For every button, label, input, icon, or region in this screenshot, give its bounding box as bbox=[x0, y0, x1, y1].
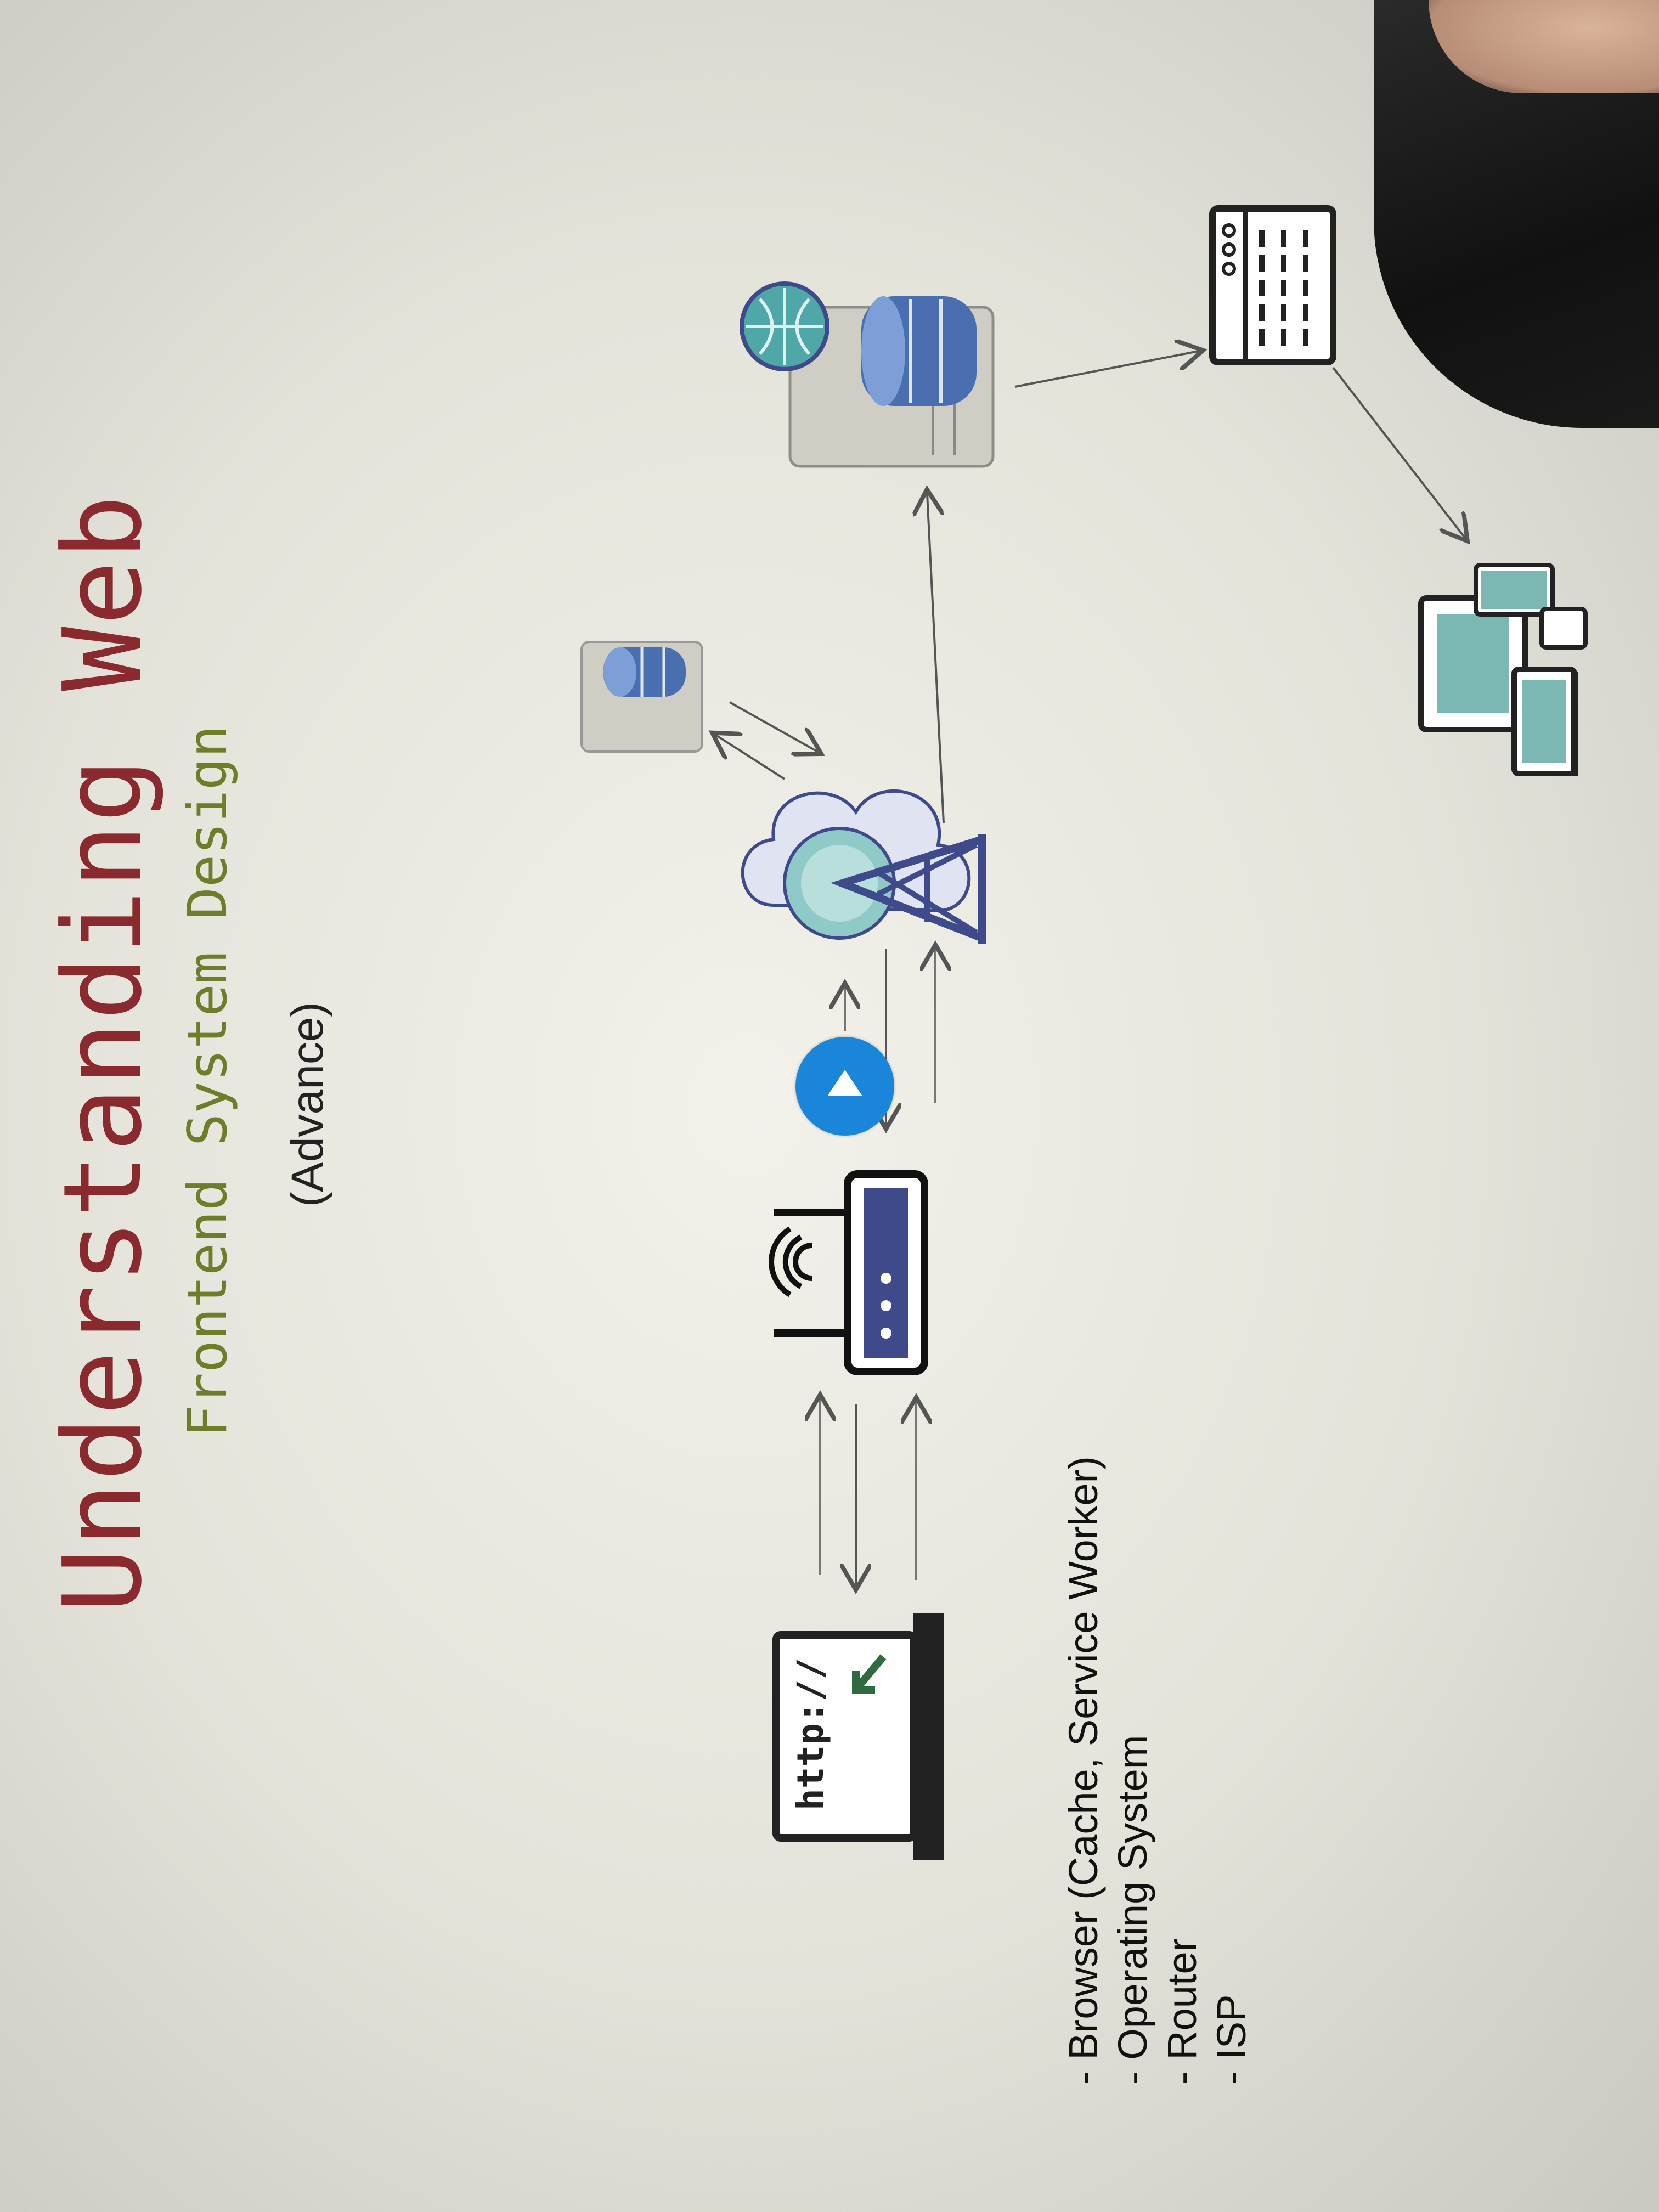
arrow-webpage-to-devices bbox=[1332, 366, 1465, 538]
webpage-icon bbox=[1209, 205, 1336, 365]
web-server-icon bbox=[740, 281, 995, 468]
play-icon bbox=[827, 1070, 862, 1096]
isp-tower-icon bbox=[741, 789, 986, 944]
arrow-isp-to-webserver bbox=[927, 494, 945, 823]
arrow-isp-to-dns bbox=[716, 735, 786, 780]
arrow-dns-to-isp bbox=[729, 701, 817, 752]
laptop-url-label: http:// bbox=[789, 1658, 832, 1810]
dns-server-icon bbox=[580, 641, 703, 753]
arrow-webserver-to-webpage bbox=[1014, 351, 1199, 388]
play-button[interactable] bbox=[795, 1037, 894, 1136]
router-icon bbox=[769, 1170, 928, 1375]
devices-icon bbox=[1418, 563, 1588, 776]
laptop-icon: http:// bbox=[772, 1613, 944, 1860]
